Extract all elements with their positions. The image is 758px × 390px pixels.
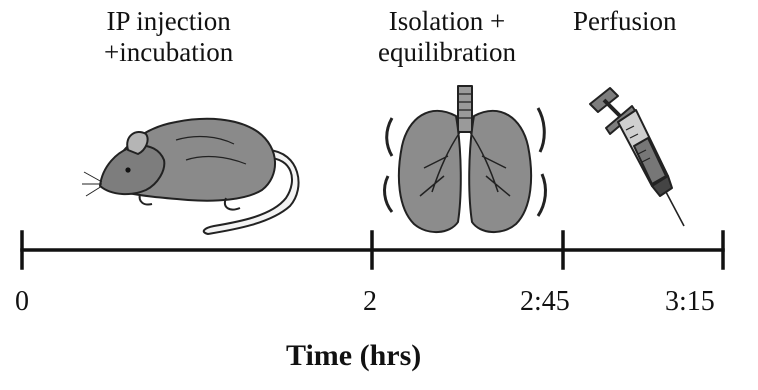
timeline-axis	[22, 232, 723, 268]
tick-label-2-45: 2:45	[520, 286, 570, 317]
axis-label: Time (hrs)	[286, 340, 421, 371]
tick-label-0: 0	[15, 286, 29, 317]
tick-label-2: 2	[363, 286, 377, 317]
syringe-icon	[590, 88, 684, 226]
lungs-icon	[385, 86, 546, 232]
tick-label-3-15: 3:15	[665, 286, 715, 317]
rat-icon	[82, 119, 299, 234]
